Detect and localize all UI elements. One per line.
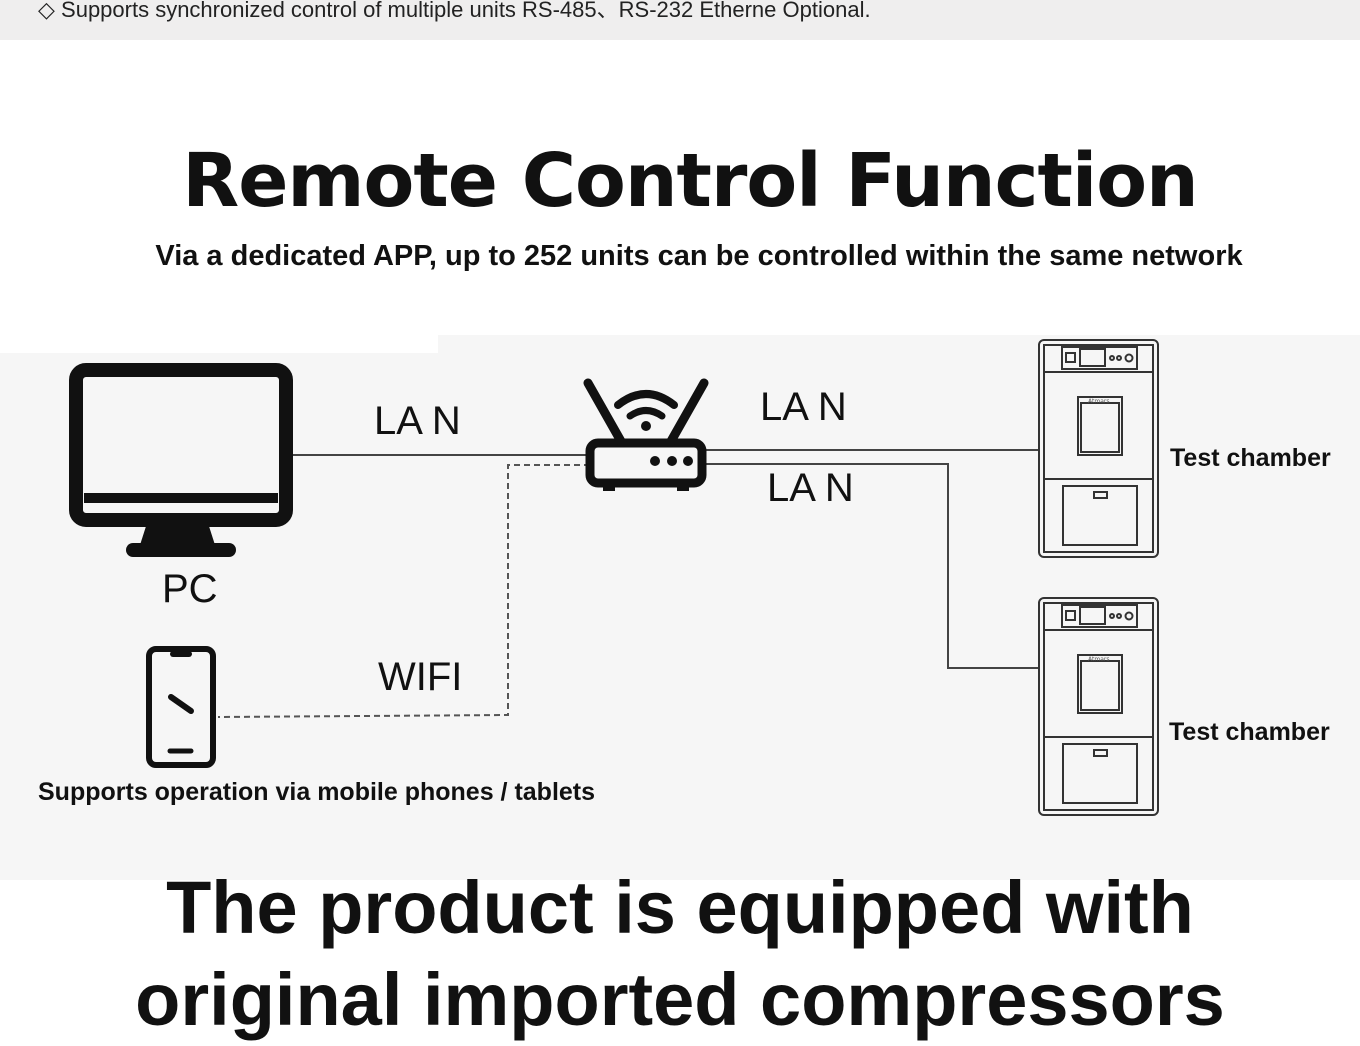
wifi-label: WIFI <box>378 655 463 699</box>
test-chamber-label-1: Test chamber <box>1170 444 1331 472</box>
chamber-brand-1: Atmars <box>1088 398 1110 405</box>
page-title: Remote Control Function <box>182 138 1198 224</box>
network-diagram: LA N LA N LA N PC WIFI Supports operatio… <box>0 335 1360 880</box>
test-chamber-icon-1 <box>1038 339 1159 558</box>
mobile-support-note: Supports operation via mobile phones / t… <box>38 778 596 806</box>
bottom-heading-line-1: The product is equipped with <box>166 866 1194 949</box>
page-subtitle: Via a dedicated APP, up to 252 units can… <box>155 240 1243 272</box>
feature-note: ◇ Supports synchronized control of multi… <box>38 0 871 22</box>
top-band: ◇ Supports synchronized control of multi… <box>0 0 1360 40</box>
lan-label-chamber-1: LA N <box>760 385 847 429</box>
lan-lines <box>292 449 1040 669</box>
lan-label-chamber-2: LA N <box>767 466 854 510</box>
router-icon <box>583 378 709 491</box>
bottom-heading: The product is equipped with original im… <box>0 862 1360 1046</box>
mobile-phone-icon <box>146 646 216 768</box>
bottom-heading-line-2: original imported compressors <box>135 958 1225 1041</box>
test-chamber-label-2: Test chamber <box>1169 718 1330 746</box>
lan-label-pc: LA N <box>374 399 461 443</box>
pc-monitor-icon <box>69 363 293 557</box>
chamber-brand-2: Atmars <box>1088 656 1110 663</box>
test-chamber-icon-2 <box>1038 597 1159 816</box>
pc-label: PC <box>162 567 218 611</box>
wifi-dashed-lines <box>217 464 590 718</box>
